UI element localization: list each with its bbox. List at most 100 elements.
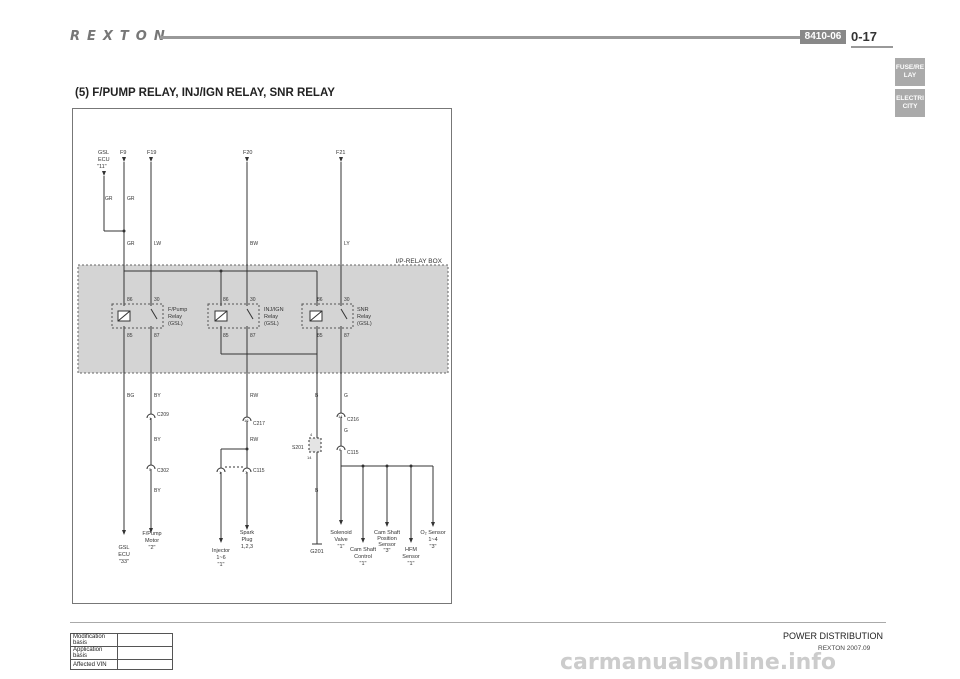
svg-text:GR: GR <box>127 241 135 247</box>
relay-labels: F/Pump Relay (GSL) INJ/IGN Relay (GSL) S… <box>168 307 372 327</box>
svg-text:"1": "1" <box>338 544 345 550</box>
connector-labels: C209 1 C302 5 C217 16 C216 14 C115 6 C11… <box>149 412 359 475</box>
svg-text:B: B <box>315 393 319 399</box>
svg-text:30: 30 <box>250 297 256 303</box>
svg-text:Cam Shaft: Cam Shaft <box>350 547 376 553</box>
wire-junctions <box>122 229 413 468</box>
fuse-f20-label: F20 <box>243 150 252 156</box>
svg-text:30: 30 <box>154 297 160 303</box>
svg-text:4: 4 <box>310 432 313 437</box>
svg-text:C115: C115 <box>253 468 265 474</box>
svg-text:1,2,3: 1,2,3 <box>241 544 253 550</box>
side-tab-label: LAY <box>903 72 917 79</box>
watermark: carmanualsonline.info <box>560 650 836 675</box>
svg-text:SNR: SNR <box>357 307 369 313</box>
svg-text:BY: BY <box>154 393 161 399</box>
svg-text:LW: LW <box>154 241 161 247</box>
section-code-badge: 8410-06 <box>800 30 846 44</box>
fuse-f21-label: F21 <box>336 150 345 156</box>
svg-text:85: 85 <box>317 333 323 339</box>
svg-text:S201: S201 <box>292 445 304 451</box>
svg-text:B: B <box>315 488 319 494</box>
svg-text:Motor: Motor <box>145 538 159 544</box>
svg-text:"2": "2" <box>149 545 156 551</box>
svg-text:1~6: 1~6 <box>216 555 225 561</box>
svg-text:"1": "1" <box>218 562 225 568</box>
gsl-ecu-top-label: "11" <box>97 164 107 170</box>
table-cell: Modification basis <box>70 633 118 647</box>
svg-text:RW: RW <box>250 437 259 443</box>
svg-text:LY: LY <box>344 241 350 247</box>
header-rule <box>160 36 800 39</box>
connector-markers <box>146 412 346 473</box>
svg-text:GR: GR <box>127 196 135 202</box>
side-tab-label: CITY <box>902 103 918 110</box>
svg-text:G201: G201 <box>310 549 323 555</box>
svg-text:86: 86 <box>223 297 229 303</box>
svg-text:C217: C217 <box>253 421 265 427</box>
svg-text:Relay: Relay <box>168 314 182 320</box>
page-number: 0-17 <box>851 29 878 44</box>
gsl-ecu-top-label: ECU <box>98 157 110 163</box>
svg-text:(GSL): (GSL) <box>357 321 372 327</box>
svg-text:BY: BY <box>154 488 161 494</box>
svg-text:Position: Position <box>377 536 397 542</box>
svg-text:16: 16 <box>244 418 249 423</box>
relay-box-label: I/P-RELAY BOX <box>396 258 443 265</box>
svg-text:85: 85 <box>127 333 133 339</box>
wires <box>103 162 434 544</box>
svg-text:"3": "3" <box>384 548 391 554</box>
section-title: (5) F/PUMP RELAY, INJ/IGN RELAY, SNR REL… <box>75 87 335 99</box>
svg-text:C302: C302 <box>157 468 169 474</box>
svg-text:5: 5 <box>149 467 152 472</box>
fuse-f19-label: F19 <box>147 150 156 156</box>
svg-text:Sensor: Sensor <box>378 542 396 548</box>
wiring-diagram-frame: I/P-RELAY BOX F9 F19 F20 F21 GSL ECU "11… <box>72 108 452 604</box>
svg-text:BY: BY <box>154 437 161 443</box>
svg-text:GR: GR <box>105 196 113 202</box>
svg-text:1: 1 <box>219 470 222 475</box>
table-cell <box>117 646 173 660</box>
svg-text:86: 86 <box>127 297 133 303</box>
relay-injign <box>207 303 260 329</box>
table-cell: Affected VIN <box>70 659 118 670</box>
svg-text:RW: RW <box>250 393 259 399</box>
relay-box <box>77 264 449 374</box>
svg-text:Injector: Injector <box>212 548 230 554</box>
side-tab-fuse-relay[interactable]: FUSE/RE LAY <box>895 58 925 86</box>
svg-text:INJ/IGN: INJ/IGN <box>264 307 284 313</box>
svg-text:1~4: 1~4 <box>428 537 437 543</box>
side-tab-label: FUSE/RE <box>895 64 925 71</box>
table-row: Application basis <box>70 646 173 660</box>
footer-subtitle: REXTON 2007.09 <box>818 645 871 652</box>
revision-table: Modification basis Application basis Aff… <box>70 633 173 670</box>
svg-text:1: 1 <box>149 416 152 421</box>
svg-text:(GSL): (GSL) <box>168 321 183 327</box>
side-tab-electricity[interactable]: ELECTRI CITY <box>895 89 925 117</box>
relay-snr <box>301 303 354 329</box>
svg-text:87: 87 <box>344 333 350 339</box>
footer-rule <box>70 622 886 623</box>
svg-text:C115: C115 <box>347 450 359 456</box>
svg-text:Relay: Relay <box>264 314 278 320</box>
svg-text:Cam Shaft: Cam Shaft <box>374 530 400 536</box>
header-rule-short <box>851 46 893 48</box>
gsl-ecu-top-label: GSL <box>98 150 109 156</box>
connector-arrows <box>102 157 343 176</box>
svg-text:87: 87 <box>250 333 256 339</box>
svg-text:14: 14 <box>338 414 343 419</box>
svg-text:F/Pump: F/Pump <box>168 307 187 313</box>
svg-text:87: 87 <box>154 333 160 339</box>
svg-text:Control: Control <box>354 554 372 560</box>
svg-text:Solenoid: Solenoid <box>330 530 351 536</box>
svg-text:BW: BW <box>250 241 258 247</box>
svg-text:"33": "33" <box>119 559 129 565</box>
svg-text:G: G <box>344 393 348 399</box>
brand-logo: REXTON <box>70 29 172 44</box>
footer-title: POWER DISTRIBUTION <box>783 631 884 641</box>
svg-text:86: 86 <box>317 297 323 303</box>
svg-text:HFM: HFM <box>405 547 417 553</box>
svg-text:"3": "3" <box>430 544 437 550</box>
svg-text:O₂ Sensor: O₂ Sensor <box>420 530 446 536</box>
svg-text:7: 7 <box>245 470 248 475</box>
